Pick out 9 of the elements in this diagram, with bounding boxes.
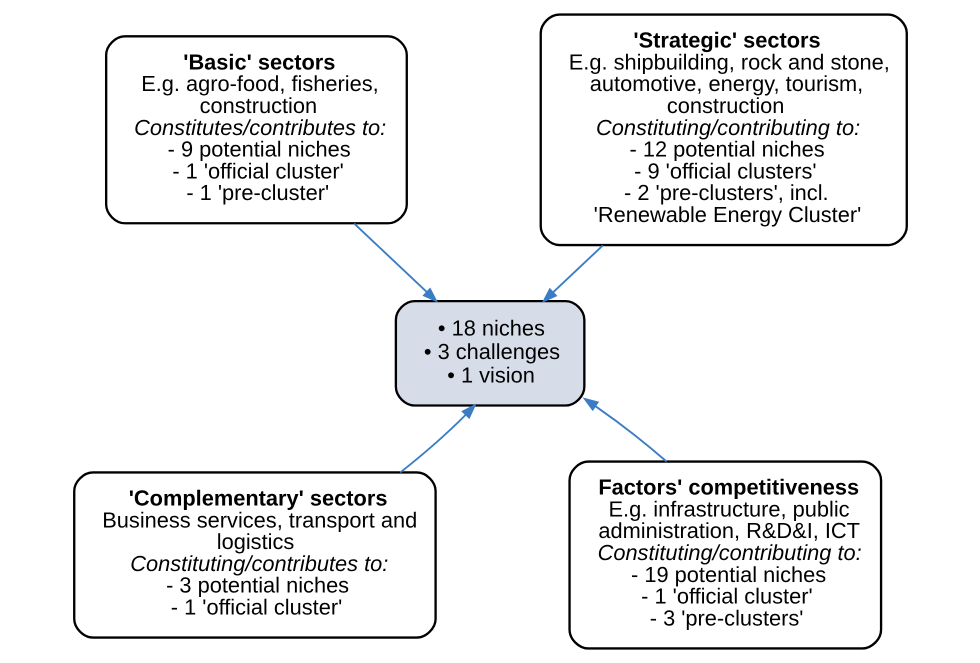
node-box: 'Complementary' sectors Business services, transport and logistics Constituting/contributes to: - 3 potential niches - 1 'official cluster' [72,471,436,639]
arrow [541,244,603,304]
node-box: Factors' competitiveness E.g. infrastructure, public administration, R&D&I, ICT Constituting/contributing to: - 19 potential niches - 1 'official cluster' - 3 'pre-clusters' [568,460,882,650]
arrow [399,403,476,474]
arrow [582,397,667,462]
arrow [353,222,438,303]
node-box: 'Strategic' sectors E.g. shipbuilding, rock and stone, automotive, energy, tourism, construction Constituting/contributing to: - 12 potential niches - 9 'official clusters' - 2 'pre-clusters', incl. 'Renewable Energy Cluster' [539,13,908,246]
node-box: • 18 niches • 3 challenges • 1 vision [394,300,586,407]
node-box: 'Basic' sectors E.g. agro-food, fisheries, construction Constitutes/contributes to: - 9 potential niches - 1 'official cluster' - 1 'pre-cluster' [104,35,408,224]
